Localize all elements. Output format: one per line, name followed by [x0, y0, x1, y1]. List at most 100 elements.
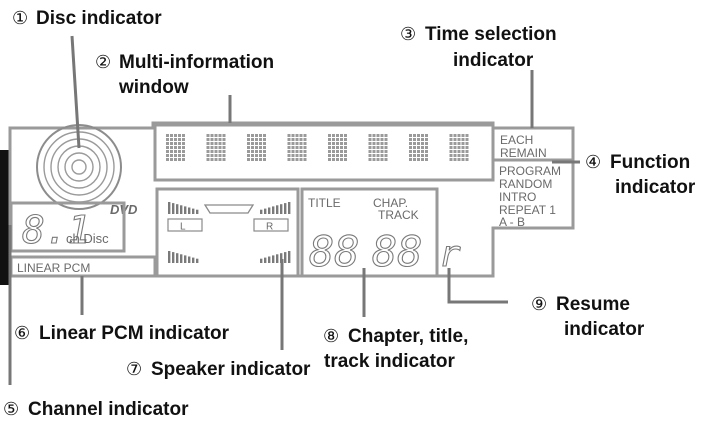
matrix-dot	[380, 142, 384, 145]
matrix-dot	[336, 150, 339, 153]
matrix-dot	[255, 134, 258, 137]
matrix-dot	[251, 146, 254, 149]
matrix-dot	[214, 158, 218, 161]
matrix-dot	[417, 138, 420, 141]
disc-hub-icon	[71, 159, 87, 175]
matrix-dot	[291, 142, 295, 145]
multi-information-window	[153, 123, 495, 182]
title-label: TITLE	[308, 196, 341, 210]
matrix-dot	[214, 142, 218, 145]
matrix-dot	[182, 138, 185, 141]
matrix-dot	[409, 138, 412, 141]
matrix-dot	[255, 138, 258, 141]
side-bar	[0, 150, 11, 285]
matrix-dot	[255, 150, 258, 153]
speaker-level-bar	[284, 252, 287, 263]
matrix-dot	[376, 158, 380, 161]
matrix-dot	[409, 154, 412, 157]
callout-3-line2: indicator	[453, 50, 534, 71]
matrix-dot	[465, 150, 469, 153]
matrix-dot	[421, 150, 424, 153]
matrix-dot	[368, 134, 372, 137]
matrix-dot	[368, 158, 372, 161]
matrix-dot	[255, 154, 258, 157]
matrix-dot	[409, 142, 412, 145]
matrix-dot	[425, 150, 428, 153]
matrix-dot	[178, 150, 181, 153]
matrix-dot	[255, 142, 258, 145]
matrix-dot	[372, 146, 376, 149]
callout-5-num: ⑤	[3, 399, 19, 420]
matrix-dot	[328, 146, 331, 149]
matrix-dot	[453, 142, 457, 145]
matrix-dot	[417, 146, 420, 149]
matrix-dot	[214, 134, 218, 137]
channel-suffix: ch Disc	[66, 231, 109, 246]
matrix-dot	[332, 158, 335, 161]
matrix-dot	[295, 154, 299, 157]
matrix-dot	[251, 158, 254, 161]
matrix-dot	[376, 146, 380, 149]
matrix-char	[409, 134, 428, 161]
speaker-left-label: L	[180, 222, 186, 233]
matrix-dot	[287, 134, 291, 137]
matrix-dot	[376, 150, 380, 153]
time-item-each: EACH	[500, 133, 533, 147]
matrix-dot	[299, 158, 303, 161]
matrix-dot	[421, 158, 424, 161]
matrix-dot	[336, 138, 339, 141]
matrix-dot	[206, 142, 210, 145]
matrix-dot	[182, 154, 185, 157]
matrix-dot	[457, 138, 461, 141]
matrix-dot	[174, 146, 177, 149]
matrix-dot	[332, 146, 335, 149]
matrix-dot	[380, 150, 384, 153]
matrix-dot	[413, 154, 416, 157]
matrix-dot	[299, 138, 303, 141]
matrix-dot	[417, 150, 420, 153]
speaker-level-bar	[260, 209, 263, 214]
matrix-dot	[417, 158, 420, 161]
matrix-dot	[413, 158, 416, 161]
matrix-dot	[299, 134, 303, 137]
matrix-char	[328, 134, 347, 161]
speaker-level-bar	[264, 257, 267, 263]
speaker-graphic: L R	[167, 202, 291, 263]
speaker-level-bar	[176, 253, 179, 263]
matrix-dot	[299, 146, 303, 149]
matrix-dot	[299, 154, 303, 157]
speaker-level-bar	[276, 254, 279, 263]
matrix-dot	[303, 150, 307, 153]
matrix-dot	[303, 142, 307, 145]
matrix-dot	[251, 138, 254, 141]
matrix-dot	[218, 134, 222, 137]
matrix-dot	[259, 138, 262, 141]
speaker-level-bar	[176, 204, 179, 214]
matrix-dot	[222, 158, 226, 161]
matrix-dot	[210, 134, 214, 137]
matrix-dot	[218, 138, 222, 141]
matrix-dot	[372, 142, 376, 145]
matrix-dot	[344, 134, 347, 137]
speaker-level-bar	[268, 256, 271, 263]
matrix-dot	[457, 134, 461, 137]
speaker-level-bar	[272, 206, 275, 214]
matrix-dot	[210, 150, 214, 153]
matrix-dot	[417, 142, 420, 145]
matrix-dot	[166, 158, 169, 161]
callout-9-line1: Resume	[556, 294, 630, 315]
matrix-dot	[413, 142, 416, 145]
matrix-dot	[166, 138, 169, 141]
matrix-dot	[465, 146, 469, 149]
matrix-dot	[263, 142, 266, 145]
matrix-dot	[263, 146, 266, 149]
matrix-dot	[409, 150, 412, 153]
matrix-dot	[166, 134, 169, 137]
speaker-level-bar	[268, 207, 271, 214]
matrix-dot	[222, 150, 226, 153]
callout-2-line1: Multi-information	[119, 52, 274, 73]
matrix-dot	[287, 146, 291, 149]
display-panel-outline	[8, 121, 575, 278]
matrix-dot	[182, 134, 185, 137]
